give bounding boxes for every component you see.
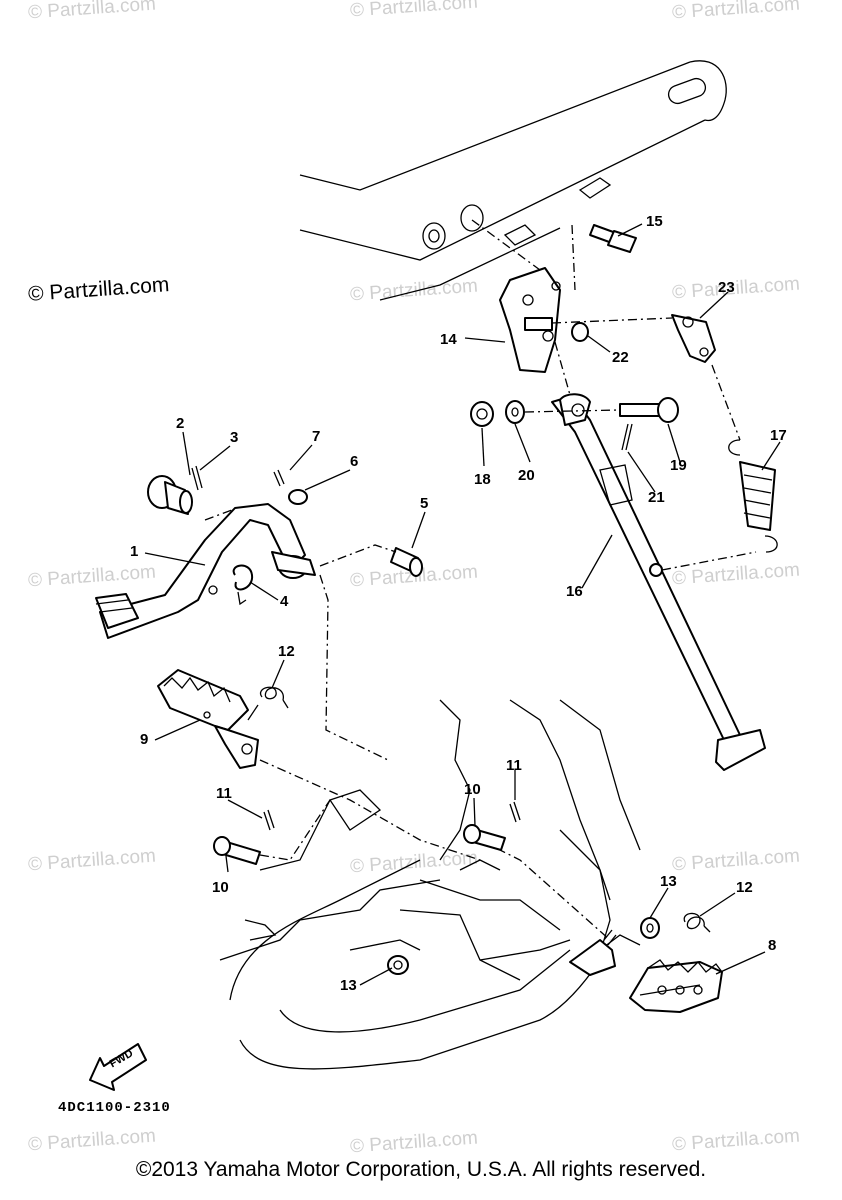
- callout-13-right: 13: [660, 873, 677, 890]
- copyright-notice: ©2013 Yamaha Motor Corporation, U.S.A. A…: [135, 1158, 707, 1181]
- fwd-arrow-icon: FWD: [89, 1043, 147, 1091]
- callout-13-left: 13: [340, 977, 357, 994]
- side-stand: [551, 341, 766, 771]
- callout-6: 6: [350, 453, 358, 470]
- stand-hardware: [470, 397, 679, 451]
- callout-23: 23: [718, 279, 735, 296]
- pedal-shaft: [147, 465, 308, 521]
- swingarm: [299, 60, 727, 301]
- callout-19: 19: [670, 457, 687, 474]
- callout-10-left: 10: [212, 879, 229, 896]
- callout-4: 4: [280, 593, 289, 610]
- diagram-code: 4DC1100-2310: [58, 1100, 171, 1116]
- leader-lines: [144, 223, 781, 975]
- callout-20: 20: [518, 467, 535, 484]
- pedal-pin: [319, 544, 423, 761]
- callout-2: 2: [176, 415, 184, 432]
- callout-12-left: 12: [278, 643, 295, 660]
- callout-1: 1: [130, 543, 138, 560]
- footrest-right-hardware: [640, 912, 711, 939]
- callout-8: 8: [768, 937, 776, 954]
- callout-5: 5: [420, 495, 428, 512]
- footrest-spring-left: [247, 686, 289, 721]
- brake-pedal: [95, 503, 316, 639]
- frame-lower: [219, 699, 641, 1070]
- callout-11-right: 11: [506, 757, 522, 774]
- footrest-left: [157, 669, 259, 769]
- stand-bracket: [471, 219, 576, 373]
- callout-10-right: 10: [464, 781, 481, 798]
- footrest-right: [629, 959, 723, 1013]
- callout-17: 17: [770, 427, 787, 444]
- callout-7: 7: [312, 428, 320, 445]
- pedal-spring: [232, 564, 254, 606]
- footrest-pins: [213, 801, 521, 865]
- callout-18: 18: [474, 471, 491, 488]
- stand-pin: [524, 314, 716, 363]
- callout-16: 16: [566, 583, 583, 600]
- callout-15: 15: [646, 213, 663, 230]
- callout-22: 22: [612, 349, 629, 366]
- callout-labels: 2 3 7 6 5 1 4 12 9 11 10 10 11 13 13 12 …: [130, 213, 787, 994]
- callout-21: 21: [648, 489, 665, 506]
- callout-11-left: 11: [216, 785, 232, 802]
- callout-14: 14: [440, 331, 457, 348]
- callout-9: 9: [140, 731, 148, 748]
- callout-12-right: 12: [736, 879, 753, 896]
- bolt-15: [589, 224, 637, 253]
- callout-3: 3: [230, 429, 238, 446]
